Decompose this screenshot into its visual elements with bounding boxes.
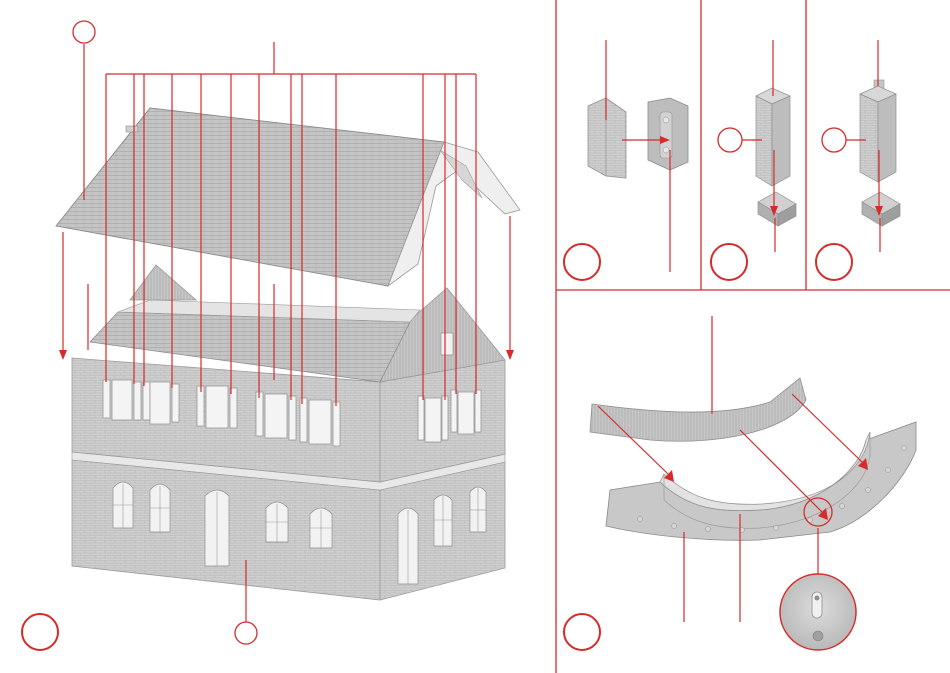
panel-chimney-b <box>816 40 900 280</box>
house-roof <box>56 108 520 286</box>
callout-circle-chimney-b <box>822 128 846 152</box>
callout-circle-roof <box>73 21 95 43</box>
step-marker-house <box>22 614 58 650</box>
step-marker-chimney-b <box>816 244 852 280</box>
panel-house-assembly <box>22 21 520 650</box>
house-upper-floor <box>72 265 505 482</box>
callout-circle-chimney-a <box>718 128 742 152</box>
panel-curved-wall <box>564 316 916 650</box>
panel-wall-corner <box>564 40 688 280</box>
step-marker-wall-corner <box>564 244 600 280</box>
step-marker-chimney-a <box>711 244 747 280</box>
step-marker-curved-wall <box>564 614 600 650</box>
zoom-detail-circle <box>780 574 856 650</box>
house-ground-floor <box>72 452 505 600</box>
panel-chimney-a <box>711 40 796 280</box>
callout-circle-ground-floor <box>235 622 257 644</box>
